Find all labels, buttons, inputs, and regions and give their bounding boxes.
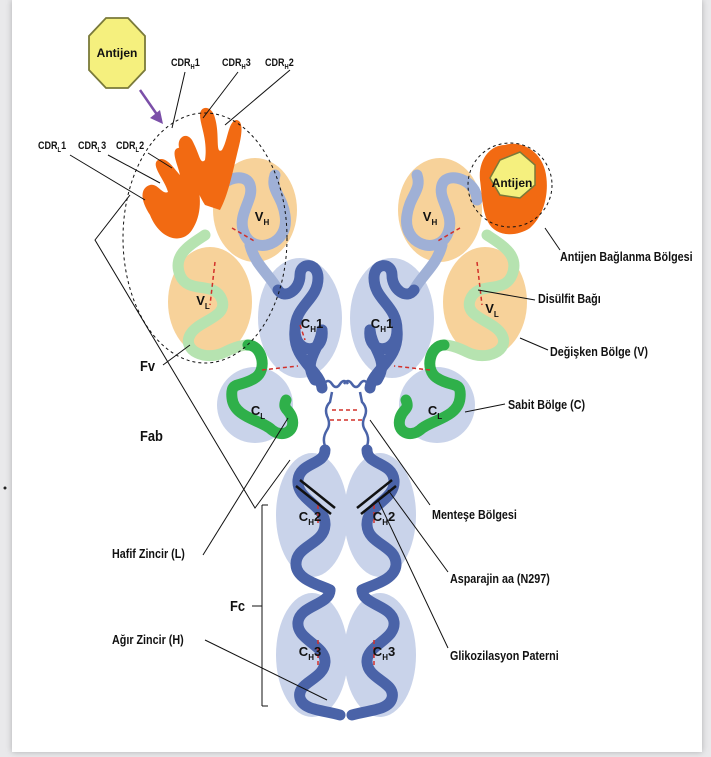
variable-region-annotation: Değişken Bölge (V) (550, 345, 648, 359)
fc-label: Fc (230, 598, 245, 615)
constant-region-annotation: Sabit Bölge (C) (508, 398, 585, 412)
cdr-h2-label: CDRH2 (265, 57, 294, 71)
ch3-right-label: CH3 (373, 644, 395, 662)
vh-right-label: VH (423, 209, 437, 227)
vl-right-label: VL (485, 301, 499, 319)
vl-left-label: VL (196, 293, 210, 311)
antigen-arrow (140, 90, 158, 116)
fv-label: Fv (140, 358, 155, 375)
left-margin-dot (4, 487, 7, 490)
disulfide-annotation: Disülfit Bağı (538, 292, 601, 306)
light-chain-annotation: Hafif Zincir (L) (112, 547, 185, 561)
bound-antigen-label: Antijen (492, 176, 533, 190)
ch2-right-label: CH2 (373, 509, 395, 527)
antigen-label: Antijen (97, 46, 138, 60)
ch1-right-label: CH1 (371, 316, 393, 334)
cl-right-label: CL (428, 403, 442, 421)
heavy-chain-halos (217, 258, 475, 717)
ch3-left-label: CH3 (299, 644, 321, 662)
asparagine-annotation: Asparajin aa (N297) (450, 572, 550, 586)
cdr-h1-label: CDRH1 (171, 57, 200, 71)
fab-label: Fab (140, 428, 163, 445)
hinge-annotation: Menteşe Bölgesi (432, 508, 517, 522)
antigen-binding-annotation: Antijen Bağlanma Bölgesi (560, 250, 693, 264)
ch2-left-label: CH2 (299, 509, 321, 527)
cdr-l2-label: CDRL2 (116, 140, 144, 154)
ch1-left-label: CH1 (301, 316, 323, 334)
glycosylation-annotation: Glikozilasyon Paterni (450, 649, 559, 663)
cdr-l1-label: CDRL1 (38, 140, 66, 154)
cdr-h3-label: CDRH3 (222, 57, 251, 71)
cdr-l3-label: CDRL3 (78, 140, 106, 154)
cl-left-label: CL (251, 403, 265, 421)
heavy-chain-annotation: Ağır Zincir (H) (112, 633, 184, 647)
vh-left-label: VH (255, 209, 269, 227)
